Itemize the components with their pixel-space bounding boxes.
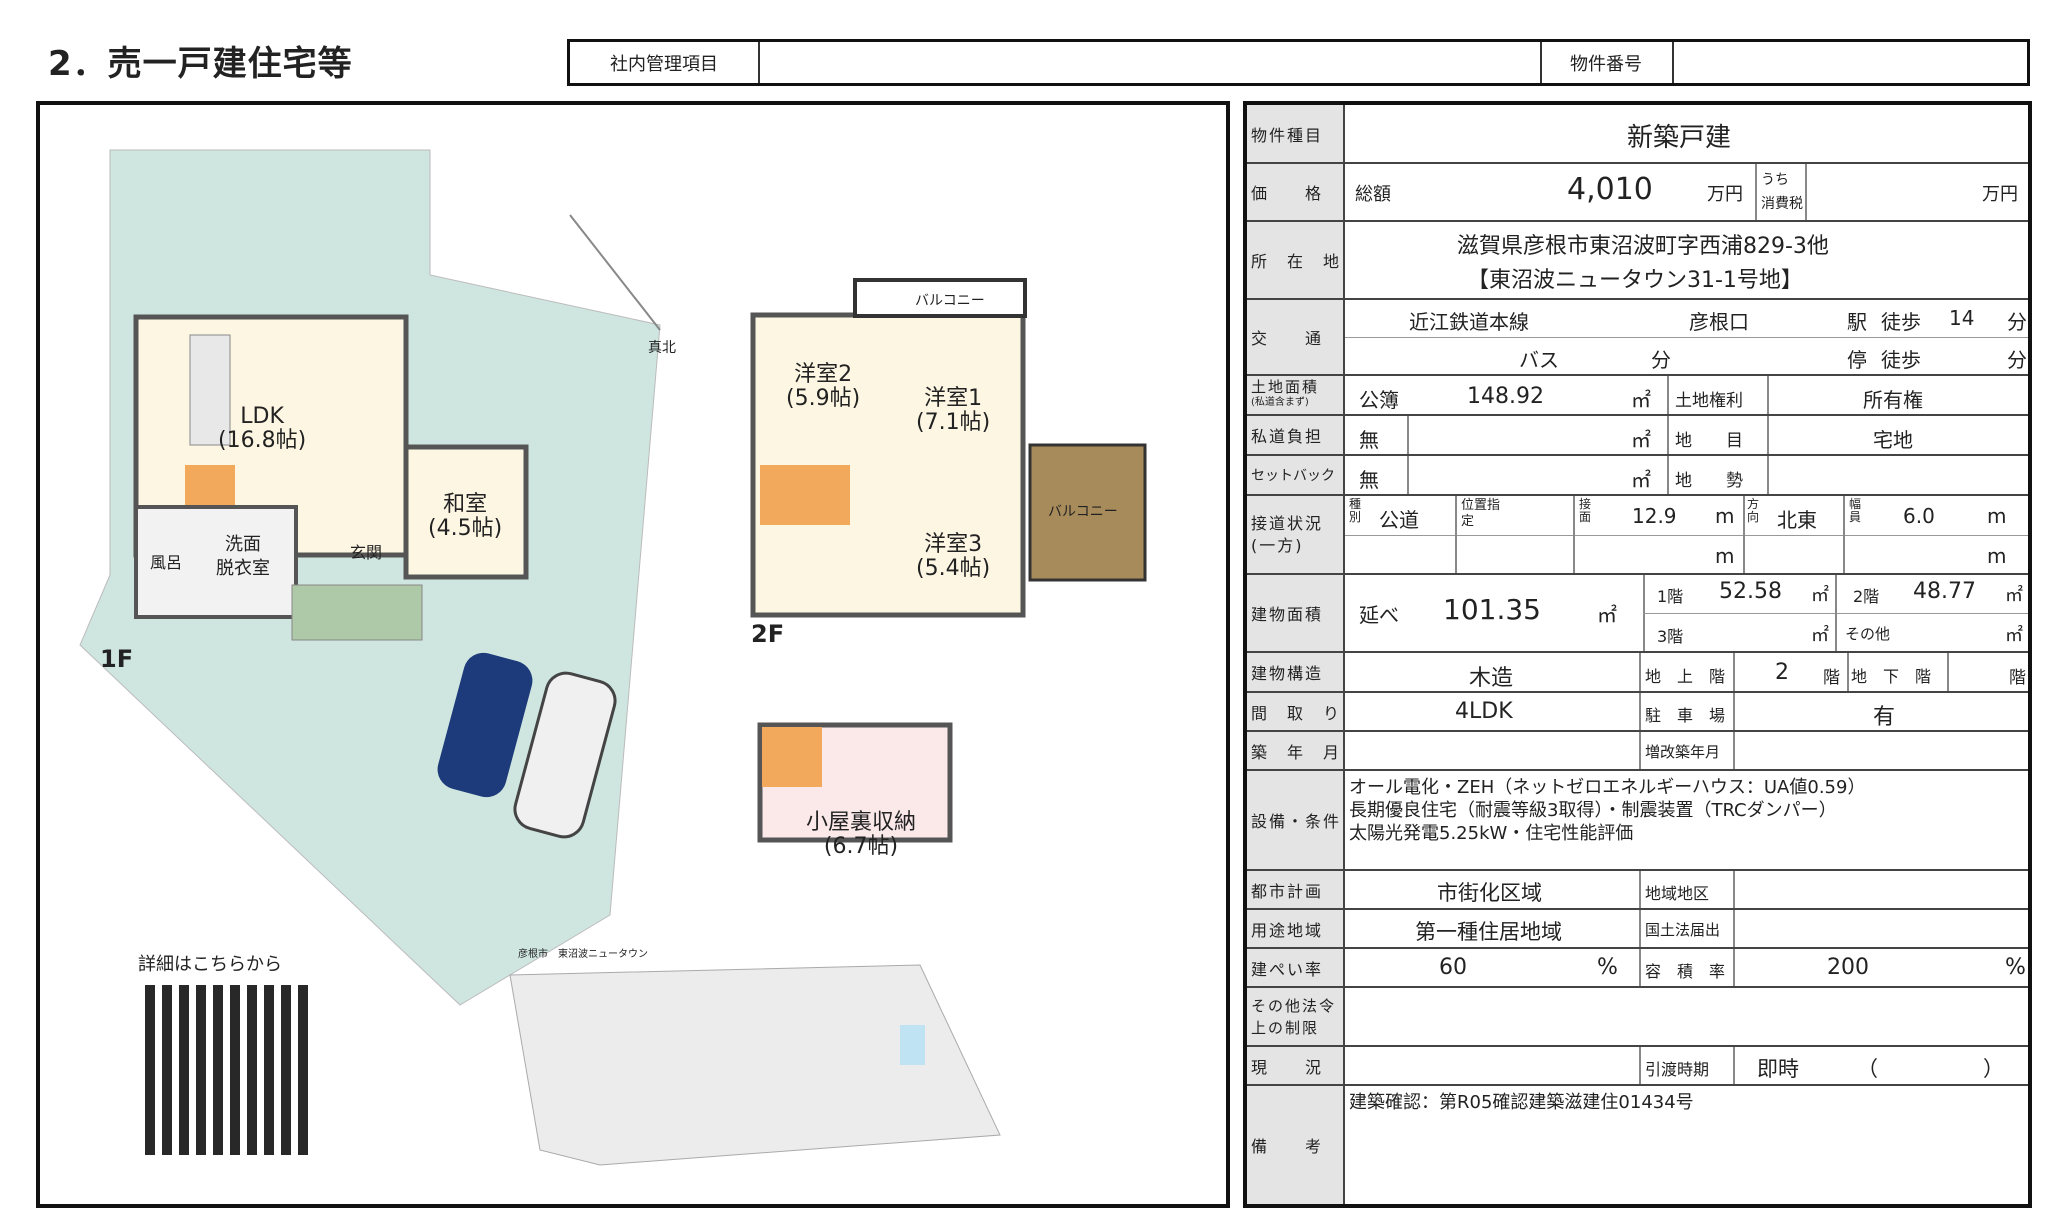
mgmt-label: 社内管理項目 bbox=[570, 42, 760, 83]
room-ldk: LDK(16.8帖) bbox=[218, 404, 307, 453]
room-furo: 風呂 bbox=[150, 553, 183, 572]
row-road: 接道状況 (一方) 種別 公道 位置指定 接面 12.9 m 方向 北東 幅員 … bbox=[1247, 496, 2028, 575]
floor-plan-drawing bbox=[79, 149, 1147, 1166]
room-balcony-right: バルコニー bbox=[1048, 504, 1118, 520]
bath-block bbox=[134, 505, 298, 619]
type-value: 新築戸建 bbox=[1627, 123, 1732, 153]
balcony-right bbox=[1028, 443, 1147, 582]
stair-attic bbox=[762, 727, 822, 787]
row-ratio: 建ぺい率 60 % 容 積 率 200 % bbox=[1247, 949, 2028, 988]
row-built: 築 年 月 増改築年月 bbox=[1247, 732, 2028, 771]
row-city-plan: 都市計画 市街化区域 地域地区 bbox=[1247, 871, 2028, 910]
floor2-label: 2F bbox=[751, 620, 785, 648]
site-title: 彦根市 東沼波ニュータウン bbox=[518, 949, 648, 960]
address: 滋賀県彦根市東沼波町字西浦829-3他 bbox=[1457, 234, 1829, 259]
building-total: 101.35 bbox=[1443, 593, 1541, 626]
washitsu-block bbox=[403, 444, 529, 580]
room-genkan: 玄関 bbox=[350, 543, 383, 562]
room-washitsu: 和室(4.5帖) bbox=[428, 492, 503, 541]
floor1-label: 1F bbox=[100, 645, 134, 673]
floor-plan-panel: 1F 2F 真北 LDK(16.8帖) 和室(4.5帖) 洗面脱衣室 風呂 玄関… bbox=[36, 101, 1230, 1208]
number-value[interactable] bbox=[1672, 42, 2027, 83]
management-bar: 社内管理項目 物件番号 bbox=[567, 39, 2030, 86]
room-balcony-top: バルコニー bbox=[915, 293, 985, 309]
qr-code[interactable] bbox=[145, 985, 315, 1155]
row-other-law: その他法令 上の制限 bbox=[1247, 988, 2028, 1047]
kitchen-counter bbox=[189, 334, 231, 446]
site-lot-blue bbox=[900, 1025, 925, 1065]
address2: 【東沼波ニュータウン31-1号地】 bbox=[1467, 268, 1803, 293]
row-remarks: 備 考 建築確認：第R05確認建築滋建住01434号 bbox=[1247, 1086, 2028, 1204]
number-label: 物件番号 bbox=[1540, 42, 1674, 83]
row-transport: 交 通 近江鉄道本線 彦根口 駅 徒歩 14 分 バス 分 停 徒歩 分 bbox=[1247, 300, 2028, 376]
row-use-zone: 用途地域 第一種住居地域 国土法届出 bbox=[1247, 910, 2028, 949]
room-yoshitsu1: 洋室1(7.1帖) bbox=[916, 386, 991, 435]
row-layout: 間 取 り 4LDK 駐 車 場 有 bbox=[1247, 693, 2028, 732]
stair-2f bbox=[760, 465, 850, 525]
row-location: 所 在 地 滋賀県彦根市東沼波町字西浦829-3他 【東沼波ニュータウン31-1… bbox=[1247, 222, 2028, 300]
balcony-top bbox=[853, 278, 1027, 318]
row-equipment: 設備・条件 オール電化・ZEH（ネットゼロエネルギーハウス：UA値0.59） 長… bbox=[1247, 771, 2028, 871]
room-senmen: 洗面脱衣室 bbox=[216, 534, 270, 579]
car-navy bbox=[437, 652, 533, 798]
north-line bbox=[569, 214, 661, 331]
row-type: 物件種目 新築戸建 bbox=[1247, 105, 2028, 164]
north-label: 真北 bbox=[648, 340, 676, 356]
row-status: 現 況 引渡時期 即時 （ ） bbox=[1247, 1047, 2028, 1086]
room-yoshitsu2: 洋室2(5.9帖) bbox=[786, 362, 861, 411]
site-map bbox=[509, 964, 1001, 1166]
row-land: 土地面積(私道含まず) 公簿 148.92 ㎡ 土地権利 所有権 bbox=[1247, 376, 2028, 416]
row-building-area: 建物面積 延べ 101.35 ㎡ 1階 52.58 ㎡ 2階 48.77 ㎡ 3… bbox=[1247, 575, 2028, 653]
row-private-road: 私道負担 無 ㎡ 地 目 宅地 bbox=[1247, 416, 2028, 456]
page-title: 2．売一戸建住宅等 bbox=[48, 44, 353, 84]
stair-1f bbox=[185, 465, 235, 505]
room-yoshitsu3: 洋室3(5.4帖) bbox=[916, 532, 991, 581]
row-setback: セットバック 無 ㎡ 地 勢 bbox=[1247, 456, 2028, 496]
room-attic: 小屋裏収納(6.7帖) bbox=[806, 810, 917, 859]
mgmt-value[interactable] bbox=[758, 42, 1542, 83]
price-value: 4,010 bbox=[1567, 172, 1653, 207]
car-white bbox=[513, 671, 617, 839]
row-structure: 建物構造 木造 地 上 階 2 階 地 下 階 階 bbox=[1247, 653, 2028, 693]
entrance-porch bbox=[291, 584, 423, 641]
row-price: 価 格 総額 4,010 万円 うち 消費税 万円 bbox=[1247, 164, 2028, 222]
spec-table: 物件種目 新築戸建 価 格 総額 4,010 万円 うち 消費税 万円 所 在 … bbox=[1243, 101, 2032, 1208]
qr-caption: 詳細はこちらから bbox=[138, 954, 282, 975]
